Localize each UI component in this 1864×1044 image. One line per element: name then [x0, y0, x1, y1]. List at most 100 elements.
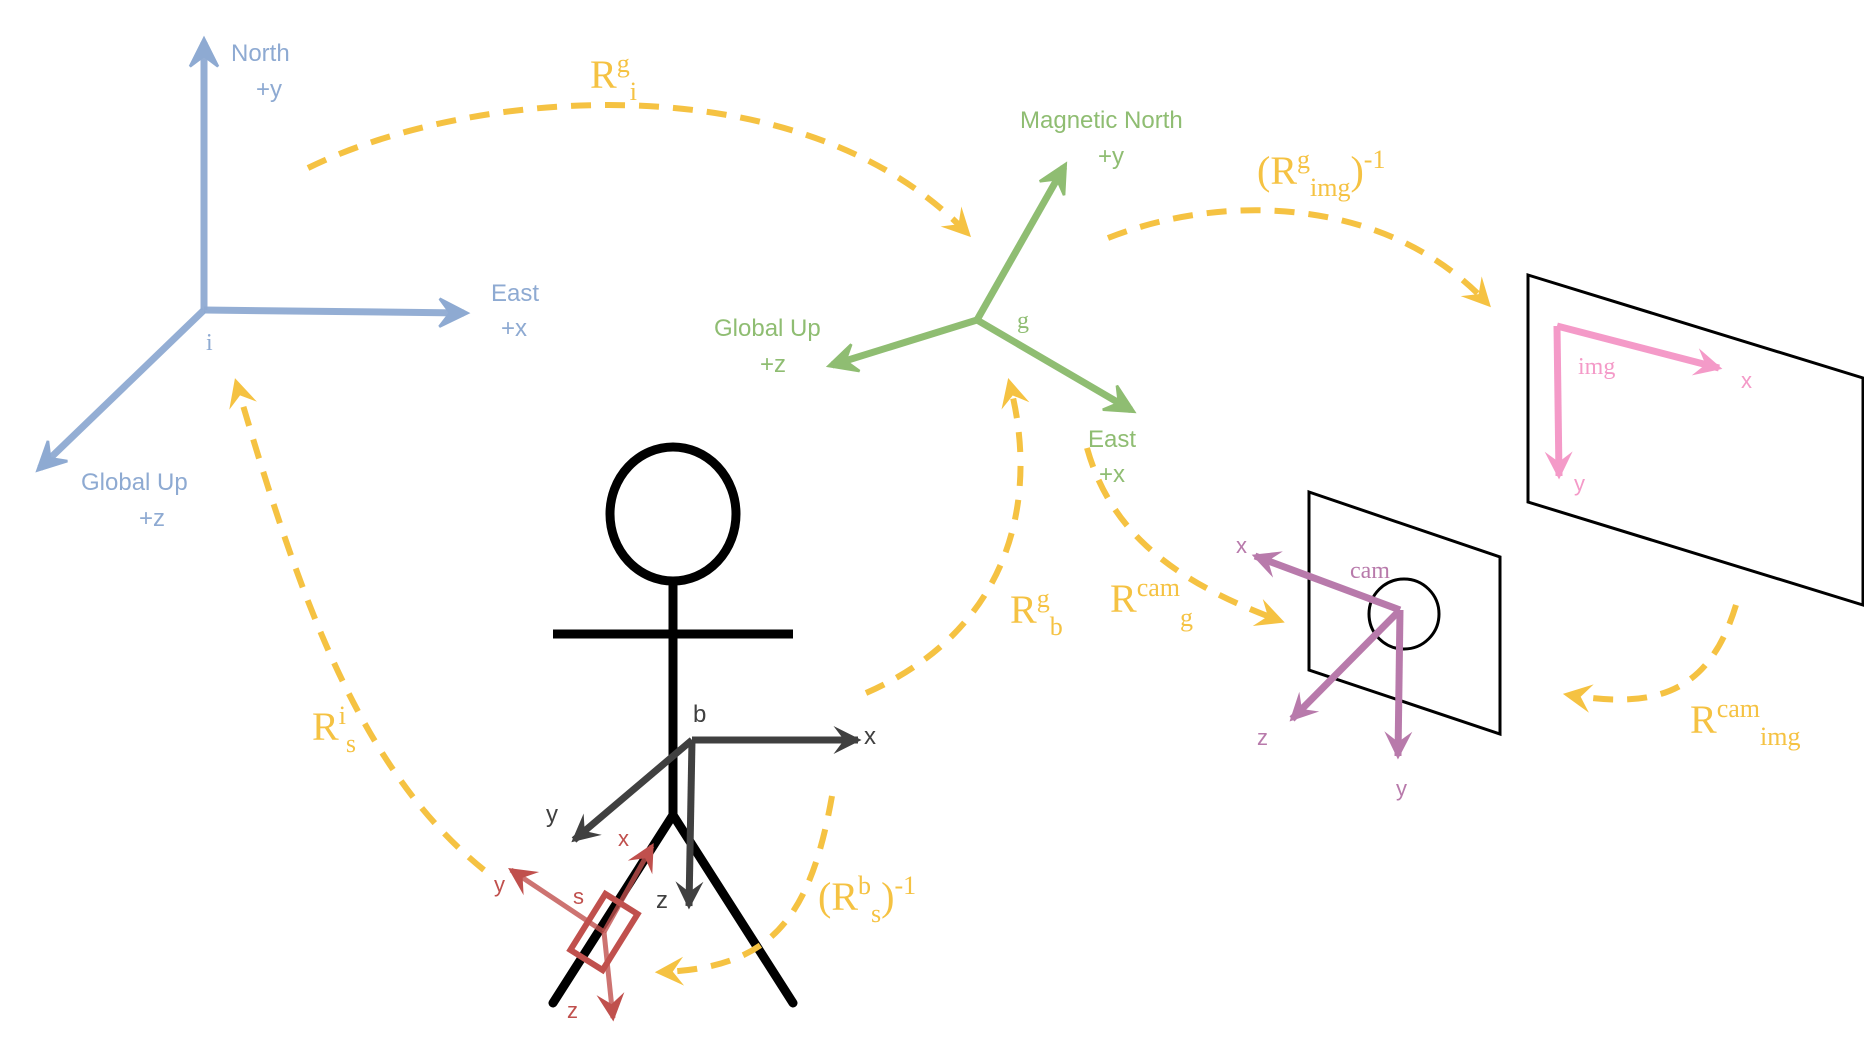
label-r-g-img-inv-sub: img: [1310, 173, 1350, 202]
label-r-i-s-sub: s: [346, 729, 356, 758]
global-north-axis-label: +y: [1098, 143, 1124, 170]
global-north-label: Magnetic North: [1020, 107, 1183, 134]
sensor-origin-label: s: [573, 884, 584, 909]
label-r-g-b: Rgb: [1010, 584, 1063, 641]
inertial-up-label: Global Up: [81, 469, 188, 496]
inertial-east-axis: [203, 297, 471, 328]
sensor-labels: s x y z: [494, 826, 629, 1023]
camera-labels: cam x y z: [1236, 533, 1407, 801]
inertial-up-axis-label: +z: [139, 505, 165, 532]
image-x-axis: [1556, 322, 1723, 376]
label-r-g-i: Rgi: [590, 49, 637, 106]
camera-plane-outline: [1307, 489, 1502, 737]
arrow-r-i-s: [229, 378, 486, 873]
sensor-z-axis: [596, 931, 625, 1022]
inertial-north-label: North: [231, 40, 290, 67]
sensor-x-label: x: [618, 826, 629, 851]
label-r-b-s-inv-exp: -1: [894, 871, 916, 900]
arrow-r-cam-g: [1084, 447, 1285, 626]
camera-x-axis: [1251, 551, 1402, 614]
global-frame: [825, 161, 1137, 414]
camera-lens: [1367, 577, 1441, 651]
body-y-label: y: [546, 801, 558, 828]
label-r-g-img-inv: (Rgimg)-1: [1257, 145, 1385, 202]
arrow-r-g-b: [864, 378, 1030, 696]
label-r-cam-img-base: R: [1690, 697, 1717, 742]
camera-frame: [1251, 551, 1413, 760]
image-plane-outline: [1526, 272, 1864, 607]
label-r-cam-img-sup: cam: [1717, 694, 1760, 723]
label-r-g-b-sub: b: [1050, 612, 1063, 641]
label-r-cam-g-base: R: [1110, 576, 1137, 621]
arrow-r-cam-img: [1562, 604, 1739, 713]
transform-labels: Rgi (Rgimg)-1 Rgb Rcamg Ris (Rbs)-1 Rcam…: [312, 49, 1800, 928]
label-r-b-s-inv-sup: b: [858, 871, 871, 900]
label-r-cam-img: Rcamimg: [1690, 694, 1800, 751]
image-origin-label: img: [1578, 354, 1615, 380]
label-r-i-s: Ris: [312, 701, 356, 758]
arrow-r-g-img-inv: [1106, 207, 1491, 308]
label-r-g-b-sup: g: [1037, 584, 1050, 613]
arrow-r-g-i: [306, 102, 972, 238]
sensor-y-label: y: [494, 872, 505, 897]
body-z-axis: [675, 739, 704, 910]
inertial-east-axis-label: +x: [501, 315, 527, 342]
global-origin-label: g: [1017, 308, 1029, 334]
label-r-b-s-inv-base: R: [831, 874, 858, 919]
camera-y-axis: [1384, 609, 1413, 760]
sensor-frame: [508, 842, 655, 1022]
label-r-g-b-base: R: [1010, 587, 1037, 632]
person-head: [605, 442, 741, 586]
image-frame: [1544, 322, 1723, 480]
image-plane: [1526, 272, 1864, 607]
camera-plane: [1307, 489, 1502, 737]
label-r-g-img-inv-pre: (: [1257, 148, 1270, 193]
inertial-origin-label: i: [206, 330, 213, 356]
label-r-b-s-inv: (Rbs)-1: [818, 871, 916, 928]
sensor-x-axis: [601, 842, 655, 934]
body-y-axis: [571, 737, 695, 843]
inertial-east-label: East: [491, 280, 539, 307]
global-up-axis: [825, 316, 979, 373]
camera-y-label: y: [1396, 776, 1407, 801]
label-r-i-s-sup: i: [339, 701, 346, 730]
camera-z-label: z: [1257, 725, 1268, 750]
image-y-axis: [1544, 325, 1573, 480]
arrow-r-b-s-inv: [654, 795, 835, 986]
global-north-axis: [973, 161, 1068, 322]
label-r-g-i-sub: i: [630, 77, 637, 106]
label-r-g-img-inv-base: R: [1270, 148, 1297, 193]
label-r-cam-g: Rcamg: [1110, 573, 1193, 632]
label-r-b-s-inv-post: ): [881, 874, 894, 919]
body-origin-label: b: [693, 701, 706, 728]
label-r-b-s-inv-pre: (: [818, 874, 831, 919]
camera-z-axis: [1289, 607, 1403, 722]
inertial-frame: [35, 35, 471, 473]
body-labels: b x y z: [546, 701, 876, 914]
image-labels: img x y: [1574, 354, 1752, 496]
label-r-g-img-inv-post: ): [1350, 148, 1363, 193]
image-x-label: x: [1741, 368, 1752, 393]
global-east-label: East: [1088, 426, 1136, 453]
global-up-axis-label: +z: [760, 351, 786, 378]
label-r-g-i-sup: g: [617, 49, 630, 78]
global-labels: Magnetic North +y East +x Global Up +z g: [714, 107, 1183, 488]
sensor-y-axis: [508, 867, 606, 935]
inertial-labels: North +y East +x Global Up +z i: [81, 40, 539, 532]
camera-origin-label: cam: [1350, 558, 1390, 584]
label-r-cam-g-sub: g: [1180, 603, 1193, 632]
body-frame: [571, 726, 862, 910]
body-x-label: x: [864, 723, 876, 750]
camera-x-label: x: [1236, 533, 1247, 558]
inertial-north-axis-label: +y: [256, 76, 282, 103]
image-y-label: y: [1574, 471, 1585, 496]
label-r-cam-g-sup: cam: [1137, 573, 1180, 602]
label-r-g-img-inv-sup: g: [1297, 145, 1310, 174]
transform-arrows: [229, 102, 1739, 986]
label-r-b-s-inv-sub: s: [871, 899, 881, 928]
body-z-label: z: [656, 887, 668, 914]
global-up-label: Global Up: [714, 315, 821, 342]
label-r-cam-img-sub: img: [1760, 722, 1800, 751]
global-east-axis: [975, 316, 1137, 414]
